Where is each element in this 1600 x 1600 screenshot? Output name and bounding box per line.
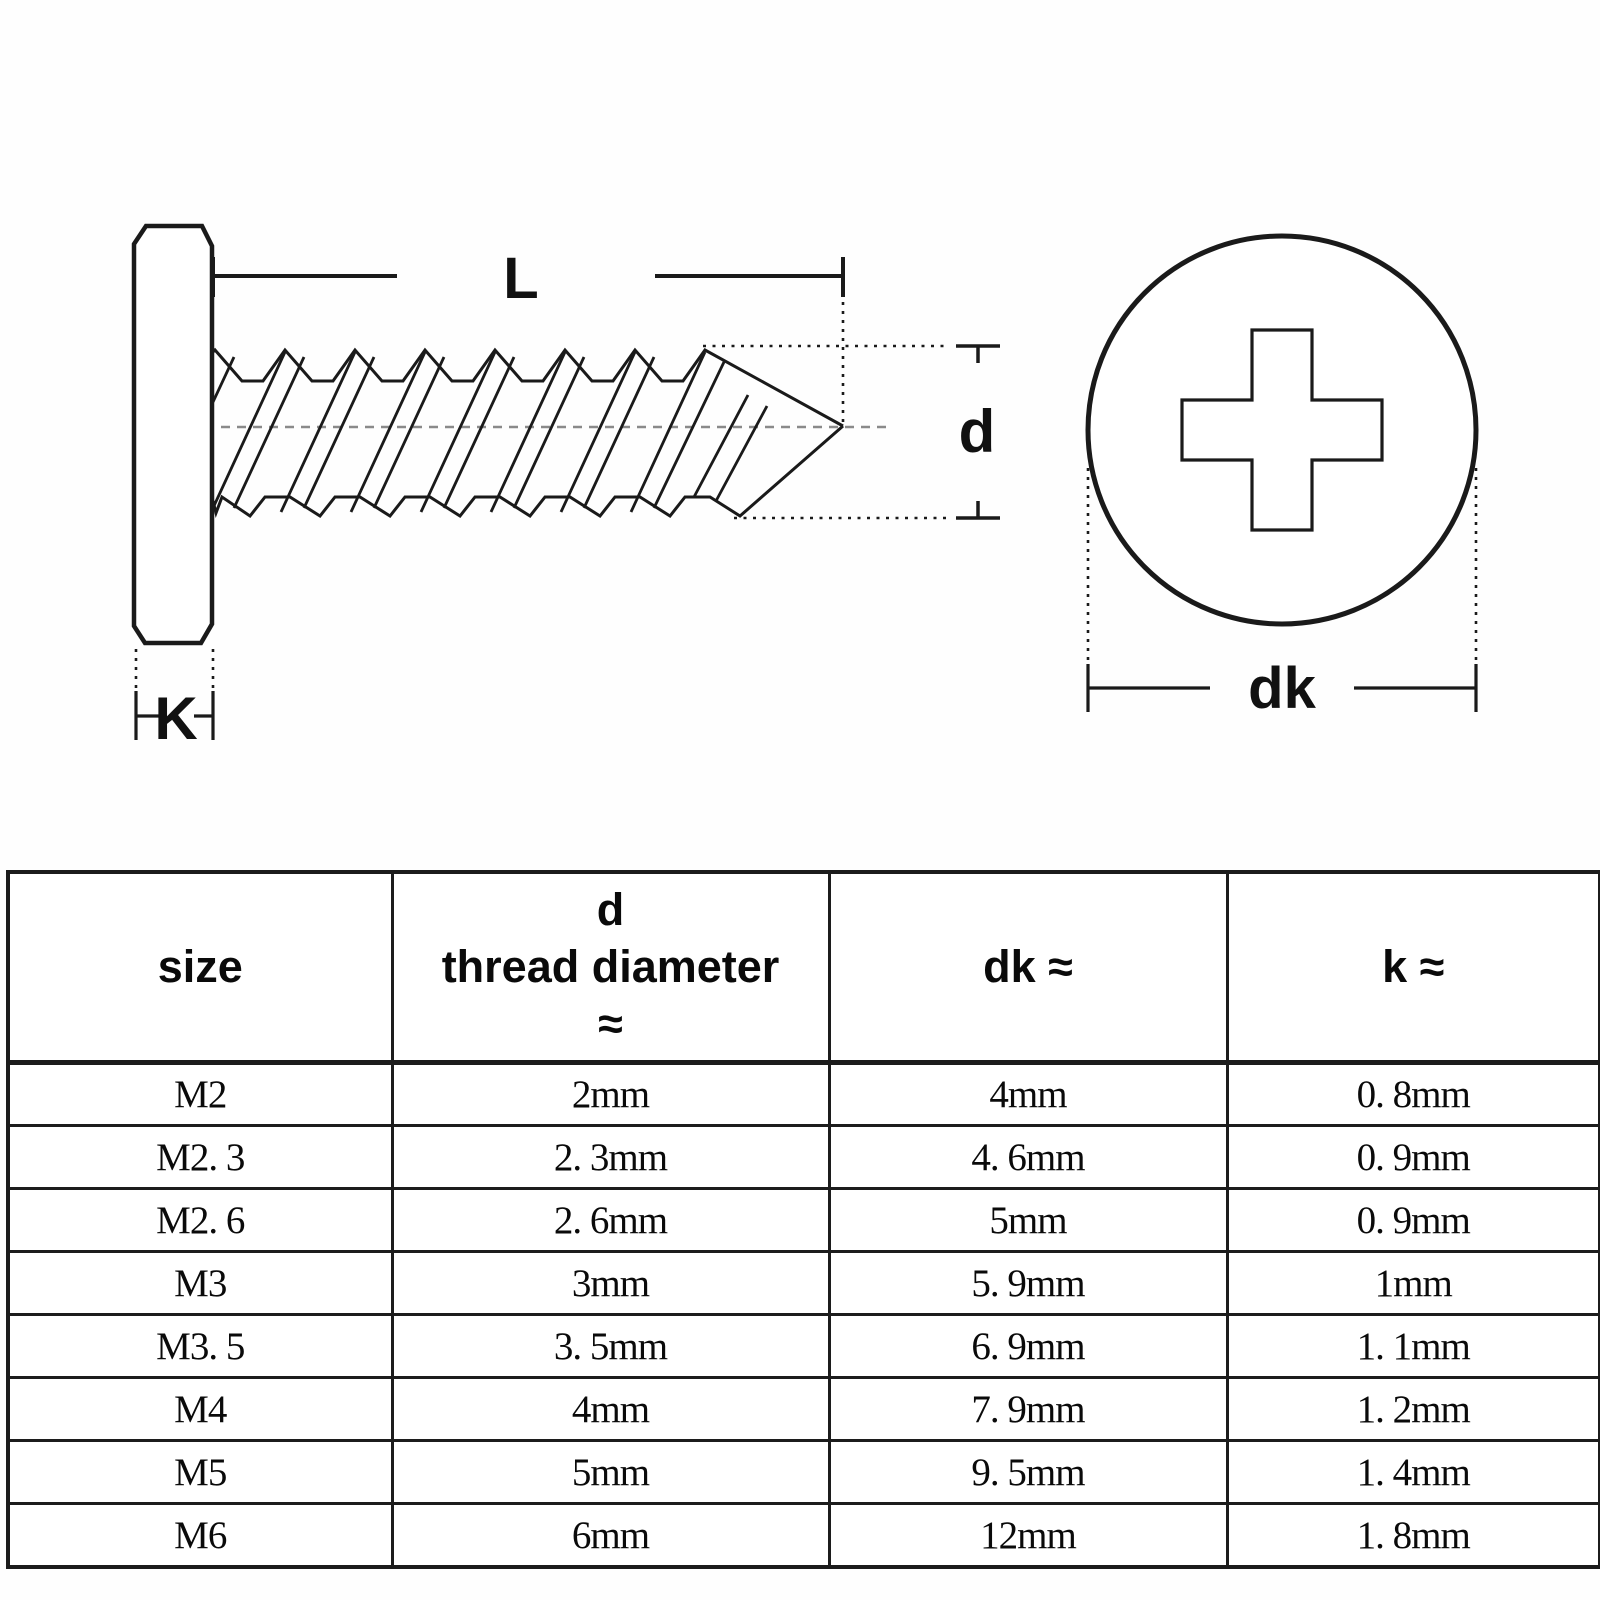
spec-table: size d thread diameter ≈ dk ≈ k ≈ M2 2mm…: [6, 870, 1600, 1569]
header-d-symbol: d: [596, 884, 625, 935]
cell-dk: 6. 9mm: [827, 1313, 1229, 1380]
cell-size: M3. 5: [6, 1313, 394, 1380]
header-thread-diameter: d thread diameter ≈: [390, 870, 831, 1065]
header-size: size: [6, 870, 394, 1065]
thread-top-profile: [211, 347, 844, 428]
screw-top-view: [1085, 233, 1479, 627]
dimension-K: K: [134, 649, 215, 752]
cell-d: 2. 6mm: [390, 1187, 831, 1254]
label-thread-diameter-d: d: [959, 398, 996, 465]
cell-size: M6: [6, 1502, 394, 1569]
cell-size: M3: [6, 1250, 394, 1317]
table-row: M2. 3 2. 3mm 4. 6mm 0. 9mm: [6, 1124, 1600, 1191]
dimension-L-lines: [211, 257, 845, 297]
cell-dk: 12mm: [827, 1502, 1229, 1569]
cell-d: 2mm: [390, 1060, 831, 1128]
table-row: M3 3mm 5. 9mm 1mm: [6, 1250, 1600, 1317]
cell-size: M2. 3: [6, 1124, 394, 1191]
screw-side-view: [131, 223, 886, 646]
cell-k: 0. 9mm: [1225, 1124, 1600, 1191]
cell-dk: 4mm: [827, 1060, 1229, 1128]
cell-k: 1. 2mm: [1225, 1376, 1600, 1443]
label-head-diameter-dk: dk: [1248, 656, 1316, 721]
cell-size: M2. 6: [6, 1187, 394, 1254]
cell-k: 0. 9mm: [1225, 1187, 1600, 1254]
screw-technical-drawing: L d K dk: [131, 223, 1479, 752]
cell-dk: 7. 9mm: [827, 1376, 1229, 1443]
cell-k: 1. 1mm: [1225, 1313, 1600, 1380]
cell-d: 5mm: [390, 1439, 831, 1506]
table-row: M5 5mm 9. 5mm 1. 4mm: [6, 1439, 1600, 1506]
thread-bottom-profile: [211, 424, 844, 519]
dimension-dk-lines: [1086, 664, 1478, 712]
table-row: M4 4mm 7. 9mm 1. 2mm: [6, 1376, 1600, 1443]
cell-d: 3. 5mm: [390, 1313, 831, 1380]
dimension-d: d: [703, 344, 1000, 520]
dimension-d-dotted-lines: [703, 344, 948, 520]
cell-k: 0. 8mm: [1225, 1060, 1600, 1128]
dimension-L: L: [211, 246, 845, 424]
cell-k: 1. 8mm: [1225, 1502, 1600, 1569]
cell-dk: 5. 9mm: [827, 1250, 1229, 1317]
cell-k: 1mm: [1225, 1250, 1600, 1317]
cell-d: 2. 3mm: [390, 1124, 831, 1191]
cell-d: 4mm: [390, 1376, 831, 1443]
cell-size: M4: [6, 1376, 394, 1443]
cell-dk: 9. 5mm: [827, 1439, 1229, 1506]
cell-dk: 4. 6mm: [827, 1124, 1229, 1191]
label-length-L: L: [503, 246, 538, 311]
header-k: k ≈: [1225, 870, 1600, 1065]
header-row: size d thread diameter ≈ dk ≈ k ≈: [6, 870, 1600, 1065]
cell-size: M5: [6, 1439, 394, 1506]
cell-d: 3mm: [390, 1250, 831, 1317]
screw-head-side: [131, 223, 215, 646]
spec-table-header: size d thread diameter ≈ dk ≈ k ≈: [6, 870, 1600, 1065]
dimension-dk: dk: [1086, 468, 1478, 721]
table-row: M2 2mm 4mm 0. 8mm: [6, 1060, 1600, 1128]
label-head-height-K: K: [154, 685, 197, 752]
thread-hatch-lines: [211, 351, 769, 513]
table-row: M3. 5 3. 5mm 6. 9mm 1. 1mm: [6, 1313, 1600, 1380]
dimension-d-ticks: [956, 344, 1000, 520]
table-row: M2. 6 2. 6mm 5mm 0. 9mm: [6, 1187, 1600, 1254]
header-dk: dk ≈: [827, 870, 1229, 1065]
cell-dk: 5mm: [827, 1187, 1229, 1254]
cell-k: 1. 4mm: [1225, 1439, 1600, 1506]
cell-d: 6mm: [390, 1502, 831, 1569]
phillips-cross-recess: [1180, 328, 1384, 532]
header-d-text: thread diameter: [441, 941, 780, 992]
dimension-K-dotted-lines: [134, 649, 215, 689]
cell-size: M2: [6, 1060, 394, 1128]
dimension-K-lines: [134, 691, 215, 740]
table-row: M6 6mm 12mm 1. 8mm: [6, 1502, 1600, 1569]
header-d-approx: ≈: [598, 998, 623, 1049]
spec-table-body: M2 2mm 4mm 0. 8mm M2. 3 2. 3mm 4. 6mm 0.…: [6, 1060, 1600, 1569]
